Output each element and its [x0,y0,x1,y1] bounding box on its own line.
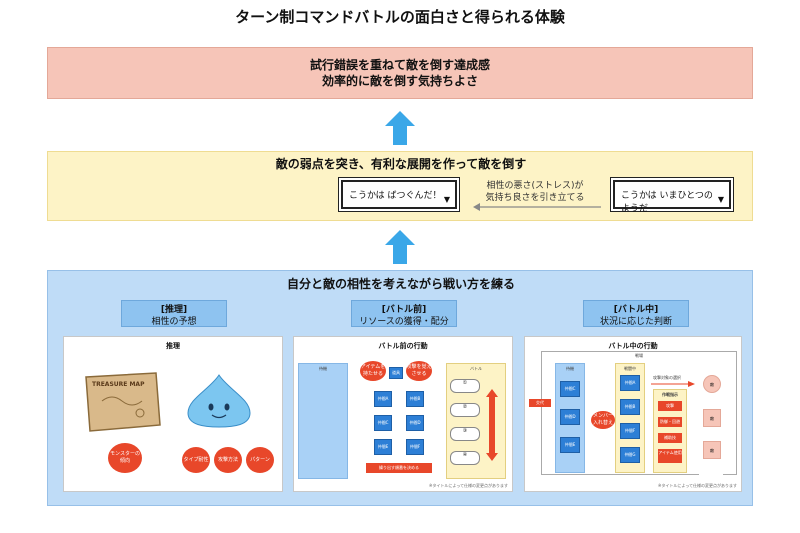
column-head-sub: リソースの獲得・配分 [359,317,449,327]
next-triangle-icon: ▼ [717,195,724,204]
stress-note-line-1: 相性の悪さ(ストレス)が [486,181,584,191]
panel-title: バトル中の行動 [608,342,658,350]
member-box: 仲間B [406,391,424,407]
target-label: 攻撃対象の選択 [653,375,681,380]
column-head-pre-battle: [バトル前] リソースの獲得・配分 [351,300,457,327]
effective-message: こうかは ばつぐんだ！ [349,191,442,201]
member-box: 仲間F [406,439,424,455]
member-box: 仲間E [374,439,392,455]
wait-label: 待機 [566,366,574,371]
member-box: 仲間C [560,381,580,397]
member-box: 仲間D [560,409,580,425]
strategy-title: 敵の弱点を突き、有利な展開を作って敵を倒す [275,157,527,171]
command-item: 補助技 [658,433,682,443]
battle-slot: ① [450,379,480,393]
panel-title: 推理 [166,342,180,350]
planning-title: 自分と敵の相性を考えながら戦い方を練る [286,277,515,291]
speech-bubble: 攻撃を覚えさせる [406,361,432,381]
footnote: ※タイトルによって仕様の変更点があります [428,483,508,488]
battle-label: バトル [469,366,483,371]
waiting-area: 待機 [298,363,348,479]
member-box: 仲間E [560,437,580,453]
page-title: ターン制コマンドバトルの面白さと得られる体験 [235,8,565,26]
item-box: 道具 [389,367,403,379]
speech-bubble: 攻撃方法 [214,447,242,473]
column-head-in-battle: [バトル中] 状況に応じた判断 [583,300,689,327]
swap-arrow-icon [486,389,498,461]
stress-note: 相性の悪さ(ストレス)が 気持ち良さを引き立てる [480,180,590,204]
right-arrow-icon [651,381,695,387]
effective-message-window: こうかは ばつぐんだ！ ▼ [341,180,457,209]
column-head-label: [推理] [160,305,188,315]
strategy-box: 敵の弱点を突き、有利な展開を作って敵を倒す こうかは ばつぐんだ！ ▼ 相性の悪… [47,151,753,221]
footnote: ※タイトルによって仕様の変更点があります [657,483,737,488]
speech-bubble: タイプ耐性 [182,447,210,473]
order-banner: 繰り出す順番を決める [366,463,432,473]
command-item: 防御・回避 [658,417,682,427]
speech-bubble: アイテムを持たせる [360,361,386,381]
in-battle-panel: バトル中の行動 戦場 待機 仲間C 仲間D 仲間E 交代 メンバー入れ替え 戦闘… [524,336,742,492]
left-arrow-icon [473,203,601,211]
up-arrow-icon [385,111,415,145]
slime-icon [187,374,251,428]
command-item: アイテム使用 [658,449,682,463]
battle-slot: ④ [450,451,480,465]
speech-bubble: メンバー入れ替え [591,411,615,429]
member-box: 仲間A [620,375,640,391]
column-head-sub: 状況に応じた判断 [599,317,672,327]
up-arrow-icon [385,230,415,264]
member-box: 仲間C [374,415,392,431]
speech-bubble: モンスターの傾向 [108,443,142,473]
stress-note-line-2: 気持ち良さを引き立てる [485,193,585,203]
enemy-box: 敵 [703,441,721,459]
reasoning-panel: 推理 TREASURE MAP モンスターの傾向 タイプ耐性 攻撃方法 パターン [63,336,283,492]
panel-title: バトル前の行動 [378,342,428,350]
member-box: 仲間D [406,415,424,431]
not-effective-message-window: こうかは いまひとつの ようだ ▼ [613,180,731,214]
member-box: 仲間G [620,447,640,463]
member-box: 仲間F [620,423,640,439]
column-head-label: [バトル中] [613,305,659,315]
next-triangle-icon: ▼ [443,195,450,204]
member-box: 仲間A [374,391,392,407]
not-effective-message: こうかは いまひとつの ようだ [621,191,713,214]
member-box: 仲間B [620,399,640,415]
column-head-label: [バトル前] [381,305,427,315]
battle-slot: ② [450,403,480,417]
column-head-sub: 相性の予想 [151,317,197,327]
battle-label: 戦闘中 [624,366,636,371]
column-head-reasoning: [推理] 相性の予想 [121,300,227,327]
pre-battle-panel: バトル前の行動 待機 アイテムを持たせる 道具 攻撃を覚えさせる 仲間A 仲間B… [293,336,513,492]
swap-tag: 交代 [529,399,551,407]
enemy-box: 敵 [703,409,721,427]
planning-box: 自分と敵の相性を考えながら戦い方を練る [推理] 相性の予想 [バトル前] リソ… [47,270,753,506]
command-label: 作戦指示 [662,392,678,397]
command-item: 攻撃 [658,401,682,411]
achievement-line-2: 効率的に敵を倒す気持ちよさ [321,74,478,88]
waiting-label: 待機 [319,366,327,371]
treasure-map-icon [85,372,161,432]
achievement-line-1: 試行錯誤を重ねて敵を倒す達成感 [309,58,490,72]
battle-slot: ③ [450,427,480,441]
enemy-box: 敵 [703,375,721,393]
achievement-box: 試行錯誤を重ねて敵を倒す達成感 効率的に敵を倒す気持ちよさ [47,47,753,99]
speech-bubble: パターン [246,447,274,473]
treasure-map-label: TREASURE MAP [92,381,145,388]
battlefield-label: 戦場 [635,353,643,358]
